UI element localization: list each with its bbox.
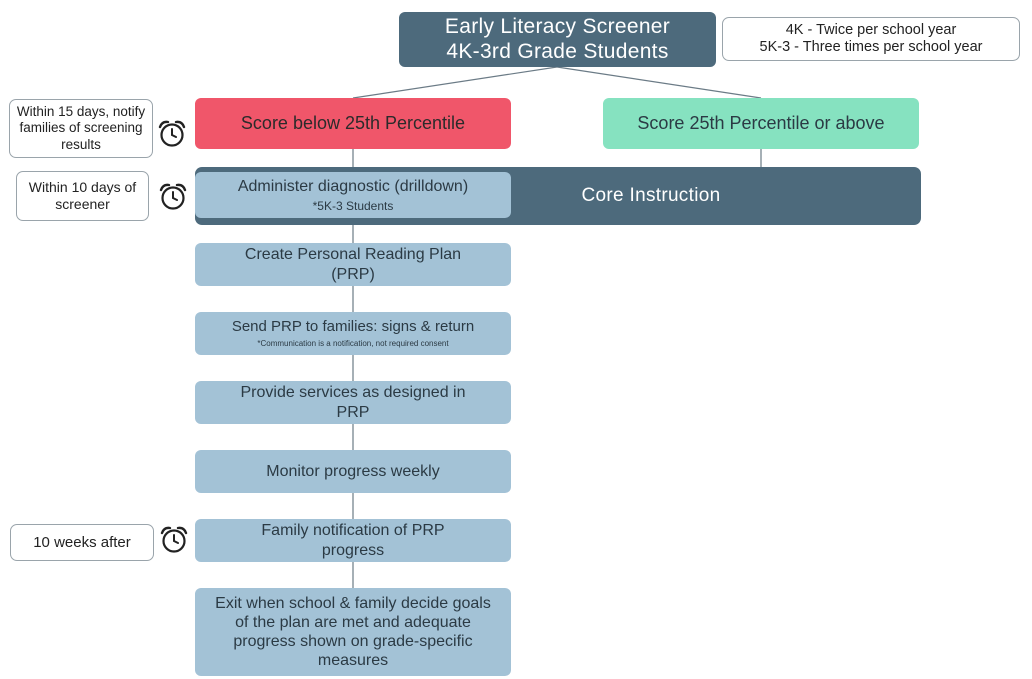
timing-note-diagnostic-text: Within 10 days of screener [28, 179, 137, 212]
step-provide-services-label: Provide services as designed in PRP [240, 383, 466, 421]
step-exit-label: Exit when school & family decide goals o… [215, 594, 491, 670]
frequency-line-1: 4K - Twice per school year [785, 21, 957, 38]
core-instruction-label: Core Instruction [581, 185, 721, 206]
step-provide-services: Provide services as designed in PRP [195, 381, 511, 424]
step-create-prp-label: Create Personal Reading Plan (PRP) [244, 245, 462, 283]
step-send-prp-label: Send PRP to families: signs & return [231, 318, 475, 336]
below-25th-percentile-box: Score below 25th Percentile [195, 98, 511, 149]
step-administer-diagnostic: Administer diagnostic (drilldown) *5K-3 … [195, 172, 511, 218]
step-send-prp-note: *Communication is a notification, not re… [257, 338, 449, 348]
title-line-1: Early Literacy Screener [444, 14, 671, 38]
timing-note-notify-families: Within 15 days, notify families of scree… [9, 99, 153, 158]
step-monitor-progress: Monitor progress weekly [195, 450, 511, 493]
step-diagnostic-label: Administer diagnostic (drilldown) [237, 177, 469, 195]
title-line-2: 4K-3rd Grade Students [446, 39, 669, 63]
timing-note-diagnostic: Within 10 days of screener [16, 171, 149, 221]
connector-title-above [556, 66, 762, 99]
step-diagnostic-note: *5K-3 Students [312, 198, 394, 213]
below-25th-label: Score below 25th Percentile [240, 112, 466, 133]
screener-title-box: Early Literacy Screener 4K-3rd Grade Stu… [399, 12, 716, 67]
connector-title-below [352, 66, 558, 99]
alarm-clock-icon [158, 120, 186, 147]
step-family-notification: Family notification of PRP progress [195, 519, 511, 562]
above-25th-percentile-box: Score 25th Percentile or above [603, 98, 919, 149]
timing-note-progress: 10 weeks after [10, 524, 154, 561]
step-create-prp: Create Personal Reading Plan (PRP) [195, 243, 511, 286]
step-exit: Exit when school & family decide goals o… [195, 588, 511, 676]
step-family-notification-label: Family notification of PRP progress [261, 521, 445, 559]
step-monitor-label: Monitor progress weekly [266, 462, 440, 480]
step-send-prp: Send PRP to families: signs & return *Co… [195, 312, 511, 355]
alarm-clock-icon [160, 526, 188, 553]
timing-note-progress-text: 10 weeks after [33, 533, 131, 551]
frequency-line-2: 5K-3 - Three times per school year [759, 39, 983, 55]
timing-note-notify-text: Within 15 days, notify families of scree… [16, 104, 146, 152]
above-25th-label: Score 25th Percentile or above [637, 112, 885, 133]
alarm-clock-icon [159, 183, 187, 210]
screening-frequency-note: 4K - Twice per school year 5K-3 - Three … [722, 17, 1020, 61]
